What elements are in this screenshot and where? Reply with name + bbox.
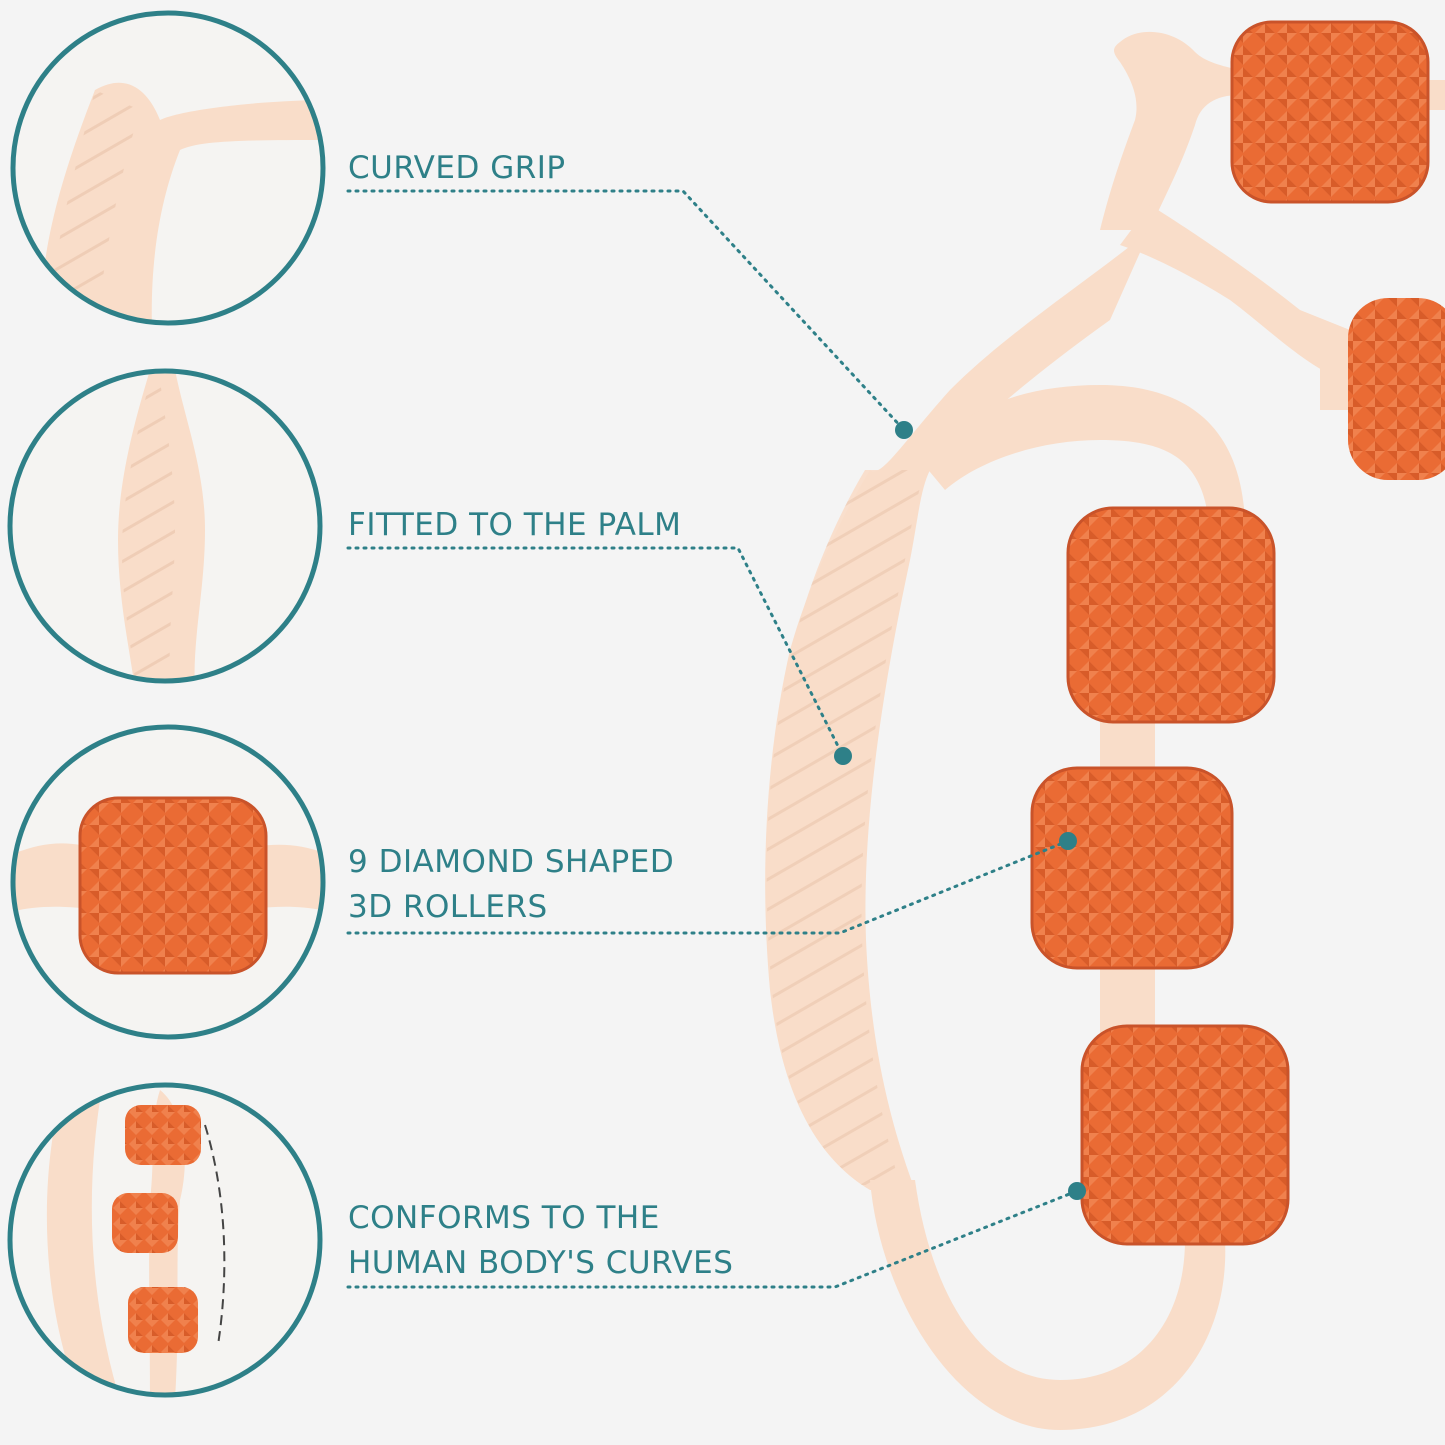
roller-icon: [1066, 506, 1276, 724]
callout-dot: [1059, 832, 1077, 850]
palm-grip-detail-icon: [7, 368, 323, 684]
roller-detail-icon: [10, 724, 326, 1040]
feature-line: FITTED TO THE PALM: [348, 507, 682, 543]
feature-line: CURVED GRIP: [348, 150, 566, 186]
curved-grip-detail-icon: [10, 10, 326, 326]
roller-icon: [1080, 1024, 1290, 1246]
callout-dot: [834, 747, 852, 765]
leader-line: [346, 1189, 1079, 1289]
feature-line: HUMAN BODY'S CURVES: [348, 1245, 734, 1281]
callout-dot: [1068, 1182, 1086, 1200]
fitted-palm-label: FITTED TO THE PALM: [348, 503, 681, 548]
roller-icon: [1030, 766, 1234, 970]
feature-line: CONFORMS TO THE: [348, 1200, 660, 1236]
body-curve-detail-icon: [7, 1082, 323, 1398]
leader-line: [346, 189, 906, 432]
leader-line: [346, 546, 845, 758]
roller-icon: [1348, 298, 1445, 480]
curved-grip-label: CURVED GRIP: [348, 146, 566, 191]
callout-dot: [895, 421, 913, 439]
rollers-label: 9 DIAMOND SHAPED 3D ROLLERS: [348, 840, 674, 930]
conforms-label: CONFORMS TO THE HUMAN BODY'S CURVES: [348, 1196, 733, 1286]
massage-roller-product-icon: [765, 20, 1445, 1430]
leader-line: [346, 839, 1070, 935]
roller-icon: [1230, 20, 1430, 204]
feature-line: 9 DIAMOND SHAPED: [348, 844, 675, 880]
feature-line: 3D ROLLERS: [348, 889, 548, 925]
